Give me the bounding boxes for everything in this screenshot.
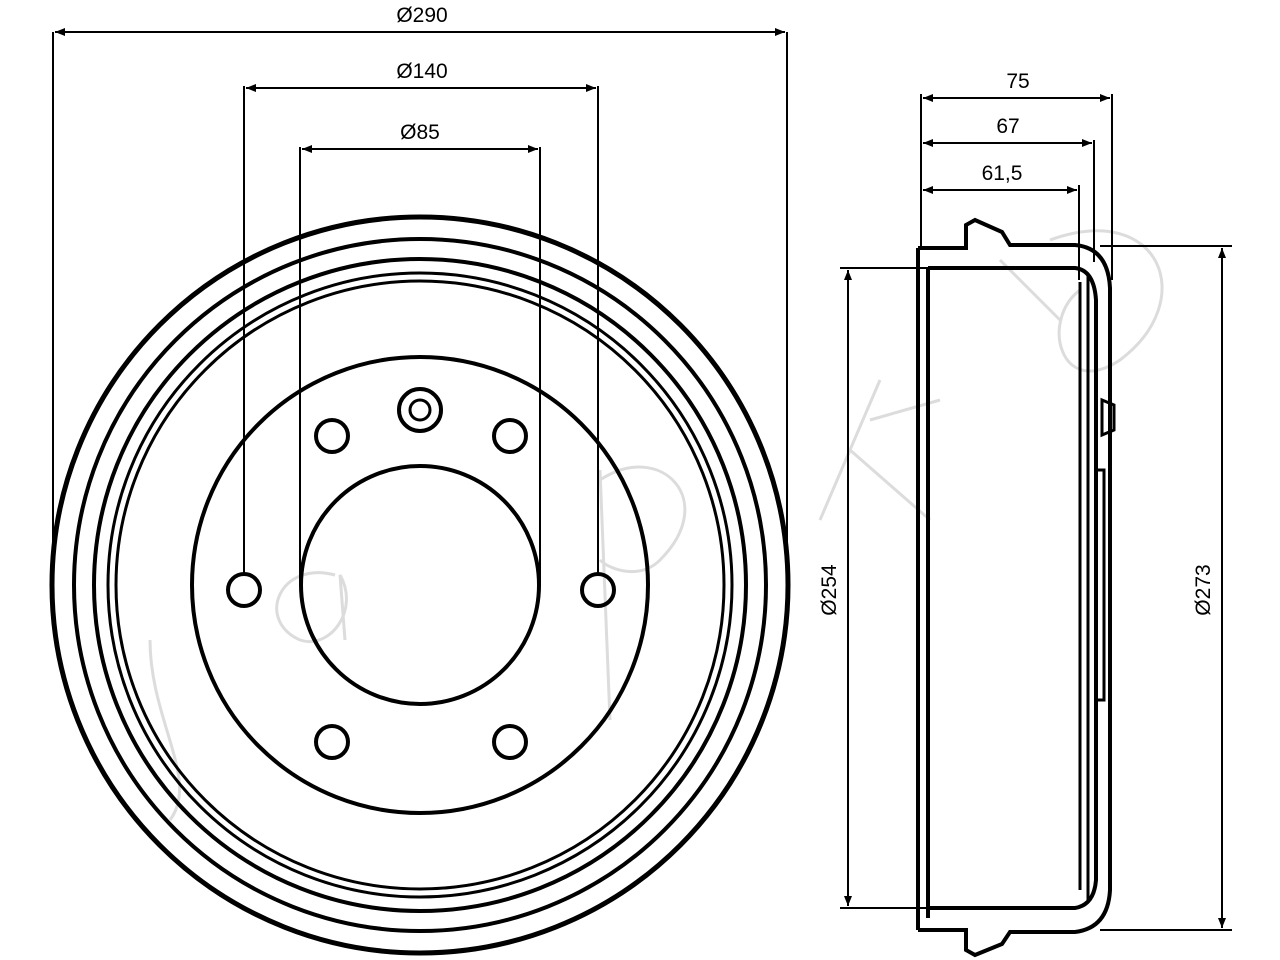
- bolt-holes: [226, 418, 616, 760]
- bolt-hole: [314, 418, 350, 454]
- rim-ring-4: [106, 271, 734, 899]
- rim-ring-5: [114, 279, 726, 891]
- height-67-label: 67: [996, 115, 1019, 138]
- dimension-outer-diameter: Ø290: [52, 4, 788, 580]
- outer-rim-diameter-label: Ø273: [1192, 564, 1215, 615]
- side-view: 75 67 61,5 Ø254 Ø273: [818, 70, 1232, 958]
- dimension-overall-height: 75: [923, 70, 1110, 102]
- bolt-hole: [314, 724, 350, 760]
- front-view: Ø290 Ø140 Ø85: [49, 4, 791, 956]
- rim-ring-3: [92, 257, 748, 913]
- center-bore-circle: [299, 464, 541, 706]
- rim-ring-2: [72, 237, 768, 933]
- hub-flange-circle: [190, 355, 650, 815]
- dimension-outer-rim-diameter: Ø273: [1100, 245, 1232, 931]
- height-61-5-label: 61,5: [982, 162, 1023, 185]
- bolt-circle-label: Ø140: [396, 60, 447, 83]
- drum-rim-circles: [49, 214, 791, 956]
- dimension-center-bore: Ø85: [299, 121, 541, 585]
- overall-height-label: 75: [1006, 70, 1029, 93]
- dimension-height-67: 67: [923, 115, 1092, 147]
- drum-side-profile: [916, 217, 1116, 958]
- locating-screw-hole: [397, 387, 443, 433]
- dimension-inner-diameter: Ø254: [818, 267, 928, 909]
- bolt-hole: [580, 572, 616, 608]
- outer-diameter-label: Ø290: [396, 4, 447, 27]
- watermark-logo: [148, 229, 1164, 821]
- bolt-hole: [226, 572, 262, 608]
- bolt-hole: [492, 724, 528, 760]
- center-bore-label: Ø85: [400, 121, 440, 144]
- inner-diameter-label: Ø254: [818, 564, 841, 616]
- bolt-hole: [492, 418, 528, 454]
- dimension-height-61-5: 61,5: [923, 162, 1077, 194]
- dimension-bolt-circle: Ø140: [243, 60, 599, 575]
- outer-rim-circle: [49, 214, 791, 956]
